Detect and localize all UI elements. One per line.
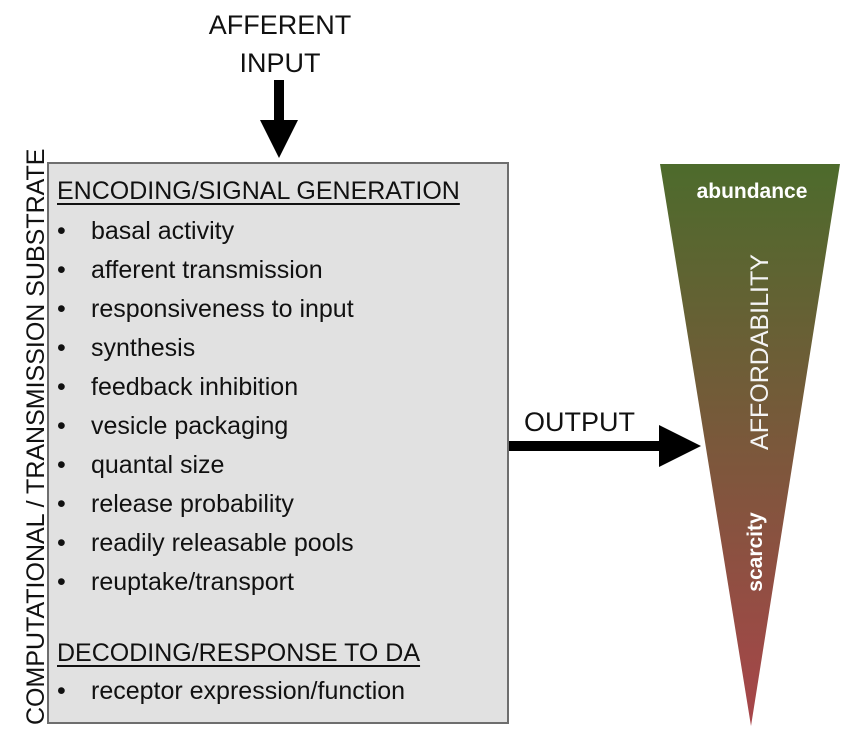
decoding-heading: DECODING/RESPONSE TO DA [57, 639, 421, 667]
decoding-list: • receptor expression/function [57, 673, 405, 712]
affordability-triangle [660, 164, 840, 726]
list-item-text: readily releasable pools [91, 529, 354, 557]
output-arrow-head [659, 425, 701, 467]
bullet-icon: • [57, 490, 66, 518]
list-item: • basal activity [57, 213, 354, 252]
substrate-box: ENCODING/SIGNAL GENERATION • basal activi… [47, 162, 509, 724]
list-item: • vesicle packaging [57, 408, 354, 447]
list-item-text: reuptake/transport [91, 568, 294, 596]
bullet-icon: • [57, 373, 66, 401]
list-item: • feedback inhibition [57, 369, 354, 408]
list-item-text: receptor expression/function [91, 677, 406, 705]
bullet-icon: • [57, 256, 66, 284]
encoding-heading: ENCODING/SIGNAL GENERATION [57, 177, 460, 205]
bullet-icon: • [57, 529, 66, 557]
list-item-text: synthesis [91, 334, 196, 362]
list-item-text: vesicle packaging [91, 412, 289, 440]
input-arrow-head [260, 120, 298, 158]
affordability-gradient-shape [660, 164, 840, 726]
list-item: • readily releasable pools [57, 525, 354, 564]
bullet-icon: • [57, 451, 66, 479]
affordability-label: AFFORDABILITY [746, 254, 774, 450]
abundance-label: abundance [696, 180, 808, 203]
bullet-icon: • [57, 677, 66, 705]
list-item: • responsiveness to input [57, 291, 354, 330]
bullet-icon: • [57, 412, 66, 440]
list-item-text: feedback inhibition [91, 373, 299, 401]
list-item: • receptor expression/function [57, 673, 405, 712]
bullet-icon: • [57, 568, 66, 596]
output-arrow [509, 425, 701, 467]
list-item-text: release probability [91, 490, 294, 518]
list-item: • reuptake/transport [57, 564, 354, 603]
list-item-text: basal activity [91, 217, 235, 245]
list-item-text: quantal size [91, 451, 225, 479]
list-item: • quantal size [57, 447, 354, 486]
list-item: • release probability [57, 486, 354, 525]
afferent-input-line-1: AFFERENT [208, 10, 352, 40]
input-arrow [260, 80, 298, 158]
afferent-input-label: AFFERENT INPUT [200, 6, 360, 82]
list-item-text: responsiveness to input [91, 295, 354, 323]
output-arrow-shaft [509, 441, 661, 451]
list-item: • synthesis [57, 330, 354, 369]
bullet-icon: • [57, 295, 66, 323]
output-label: OUTPUT [524, 407, 635, 437]
scarcity-label: scarcity [744, 512, 767, 592]
bullet-icon: • [57, 217, 66, 245]
afferent-input-line-2: INPUT [239, 48, 321, 78]
list-item: • afferent transmission [57, 252, 354, 291]
bullet-icon: • [57, 334, 66, 362]
list-item-text: afferent transmission [91, 256, 323, 284]
encoding-list: • basal activity • afferent transmission •… [57, 213, 354, 603]
input-arrow-shaft [274, 80, 284, 120]
